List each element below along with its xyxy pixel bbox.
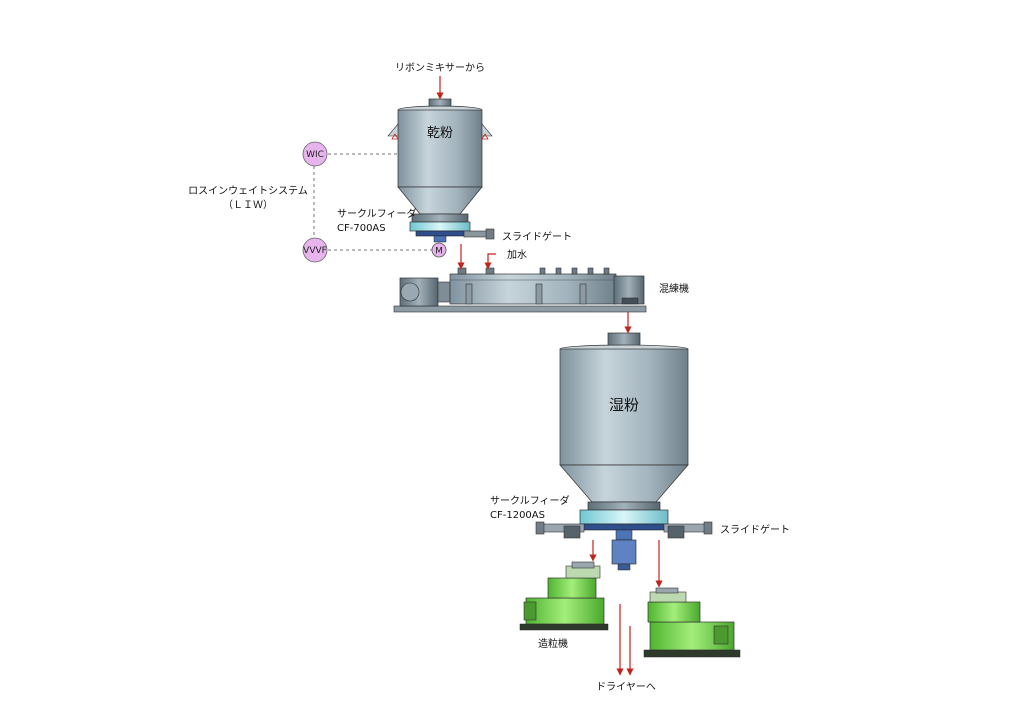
kneader-label: 混練機 bbox=[659, 282, 689, 295]
motor-symbol bbox=[431, 242, 447, 258]
to-dryer-label: ドライヤーへ bbox=[596, 681, 656, 693]
slide-gate-top-label: スライドゲート bbox=[502, 231, 572, 243]
vvvf-instrument: VVVF bbox=[302, 237, 328, 263]
add-water-arrow bbox=[484, 253, 496, 270]
flow-arrows bbox=[436, 76, 663, 676]
add-water-label: 加水 bbox=[507, 249, 527, 261]
wic-instrument: WIC bbox=[302, 141, 328, 167]
granulator-label: 造粒機 bbox=[538, 637, 568, 650]
kneader-machine bbox=[393, 267, 647, 313]
loss-in-weight-label: ロスインウェイトシステム bbox=[188, 185, 308, 197]
vvvf-label: VVVF bbox=[303, 246, 327, 256]
slide-gate-bottom-label: スライドゲート bbox=[720, 524, 790, 536]
dry-powder-label: 乾粉 bbox=[427, 126, 453, 141]
granulator-right bbox=[643, 587, 741, 658]
circle-feeder-large-model: CF-1200AS bbox=[490, 510, 545, 521]
motor-label: M bbox=[435, 247, 443, 257]
granulator-left bbox=[519, 561, 609, 631]
wet-powder-hopper bbox=[559, 332, 689, 503]
circle-feeder-cf1200 bbox=[535, 501, 713, 571]
circle-feeder-large-name: サークルフィーダ bbox=[490, 494, 570, 507]
dry-powder-hopper bbox=[387, 98, 493, 215]
circle-feeder-small-model: CF-700AS bbox=[337, 223, 386, 234]
from-ribbon-mixer-label: リボンミキサーから bbox=[395, 62, 485, 74]
circle-feeder-small-name: サークルフィーダ bbox=[337, 207, 417, 220]
liw-label: （ＬＩＷ） bbox=[223, 199, 273, 211]
wet-powder-label: 湿粉 bbox=[609, 396, 639, 414]
wic-label: WIC bbox=[306, 150, 324, 160]
circle-feeder-cf700: M bbox=[409, 213, 495, 258]
